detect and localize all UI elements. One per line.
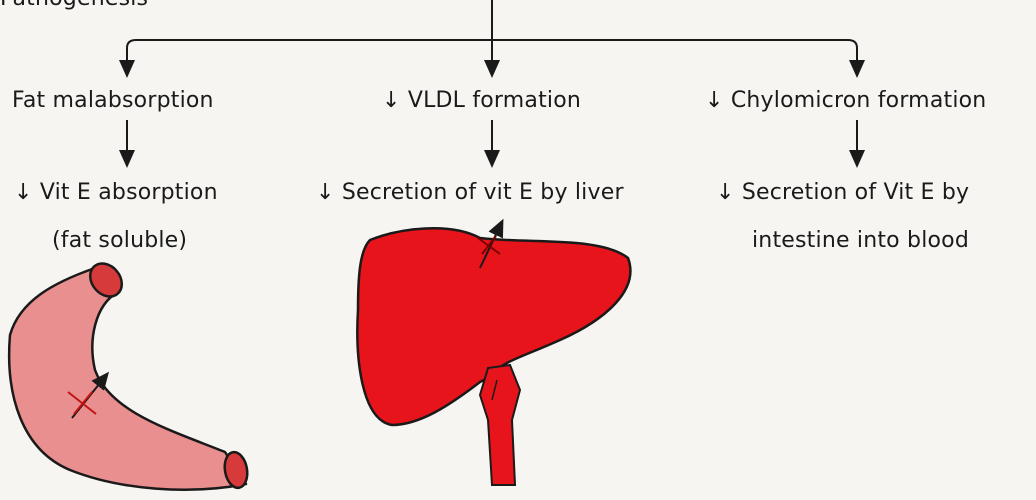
effect-intestine-secretion-line2: intestine into blood [752,228,969,254]
cause-chylomicron-formation: ↓ Chylomicron formation [705,88,986,114]
liver-illustration [357,226,630,485]
intestine-illustration [9,257,250,490]
effect-intestine-secretion-line1: ↓ Secretion of Vit E by [716,180,969,206]
effect-liver-secretion: ↓ Secretion of vit E by liver [316,180,624,206]
effect-vit-e-absorption: ↓ Vit E absorption [14,180,218,206]
effect-fat-soluble-note: (fat soluble) [52,228,187,254]
top-cut-text: Pathogenesis [0,0,148,12]
cause-vldl-formation: ↓ VLDL formation [382,88,581,114]
cause-fat-malabsorption: Fat malabsorption [12,88,214,114]
